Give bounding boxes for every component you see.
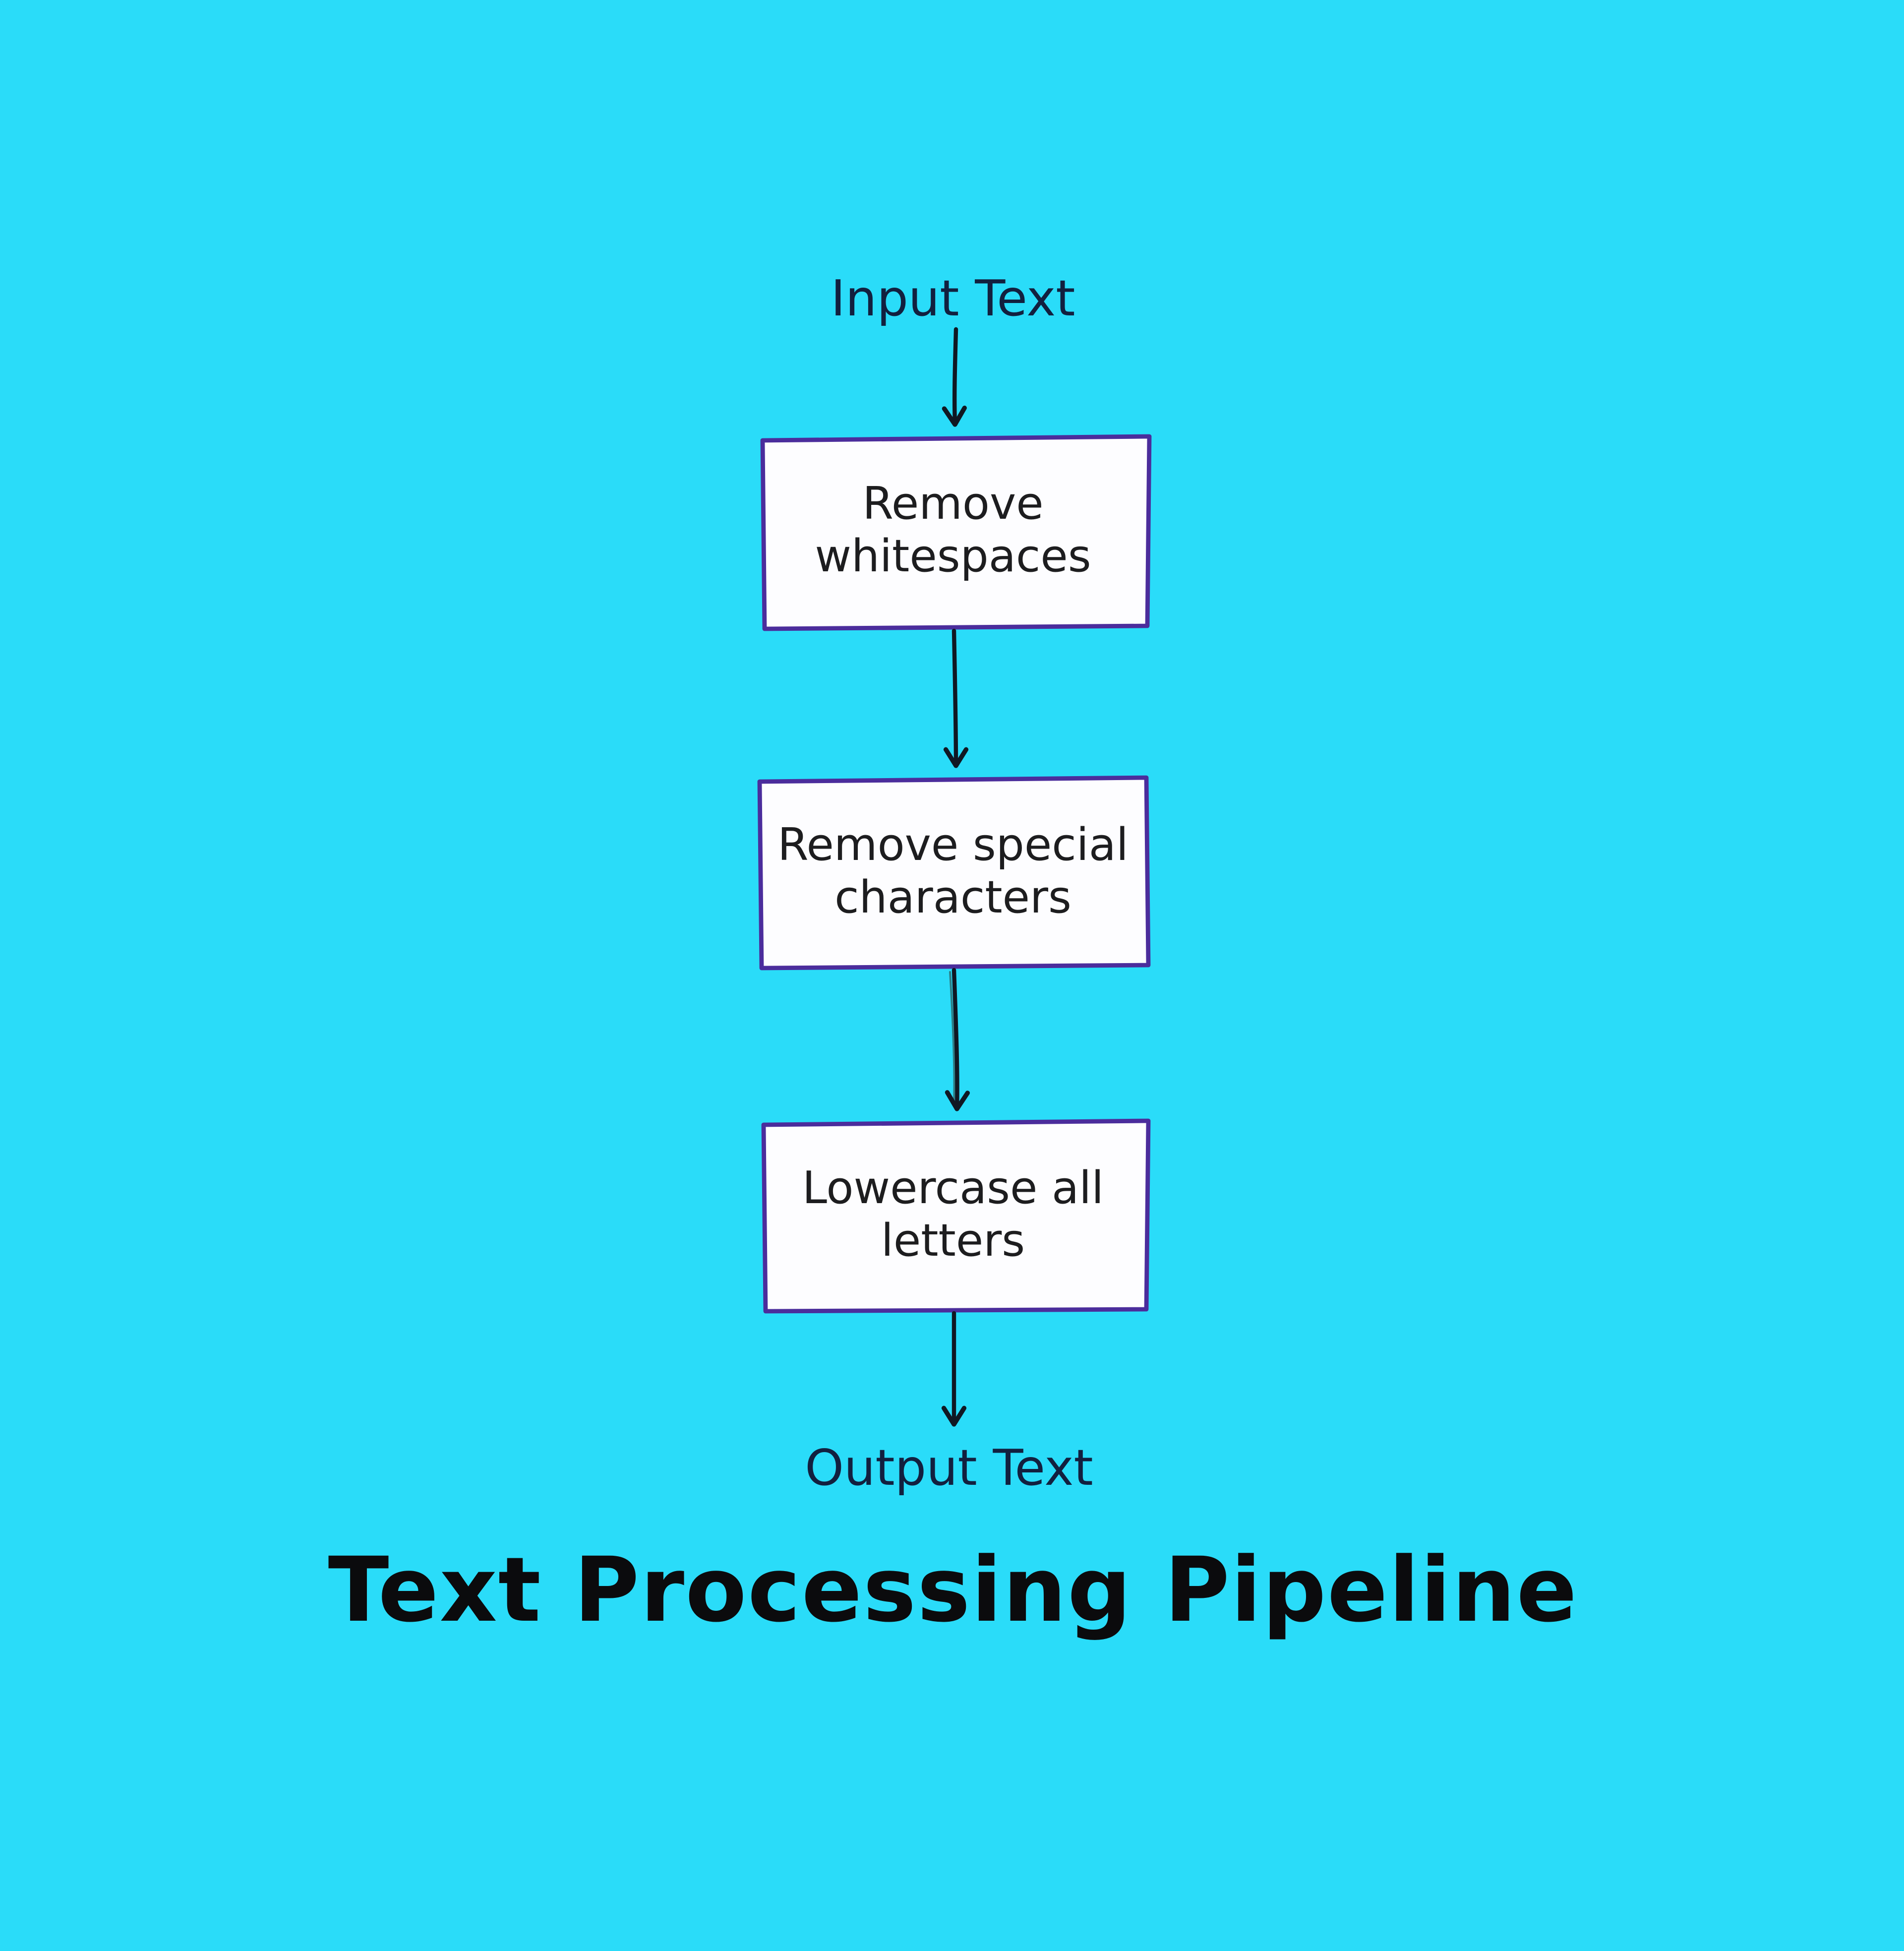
- node-label-line: characters: [834, 871, 1071, 923]
- node-box-outline: [761, 1118, 1151, 1314]
- input-text-label: Input Text: [831, 269, 1075, 327]
- node-label-line: Remove special: [777, 819, 1129, 871]
- node-label-line: Remove: [862, 478, 1043, 530]
- edge-input-to-step1: [942, 327, 967, 427]
- node-box-outline: [760, 434, 1152, 631]
- node-label-line: letters: [881, 1215, 1025, 1267]
- edge-step1-to-step2: [943, 628, 969, 768]
- node-label-line: whitespaces: [815, 530, 1091, 582]
- node-remove-whitespaces: Remove whitespaces: [760, 434, 1152, 631]
- output-text-label: Output Text: [805, 1439, 1093, 1497]
- node-label-line: Lowercase all: [802, 1162, 1104, 1214]
- node-remove-special-characters: Remove special characters: [757, 775, 1151, 971]
- edge-step2-to-step3-echo: [949, 971, 955, 1104]
- edge-step2-to-step3: [945, 968, 970, 1111]
- node-lowercase-all-letters: Lowercase all letters: [761, 1118, 1151, 1314]
- diagram-title: Text Processing Pipeline: [328, 1538, 1578, 1642]
- node-box-outline: [757, 775, 1151, 971]
